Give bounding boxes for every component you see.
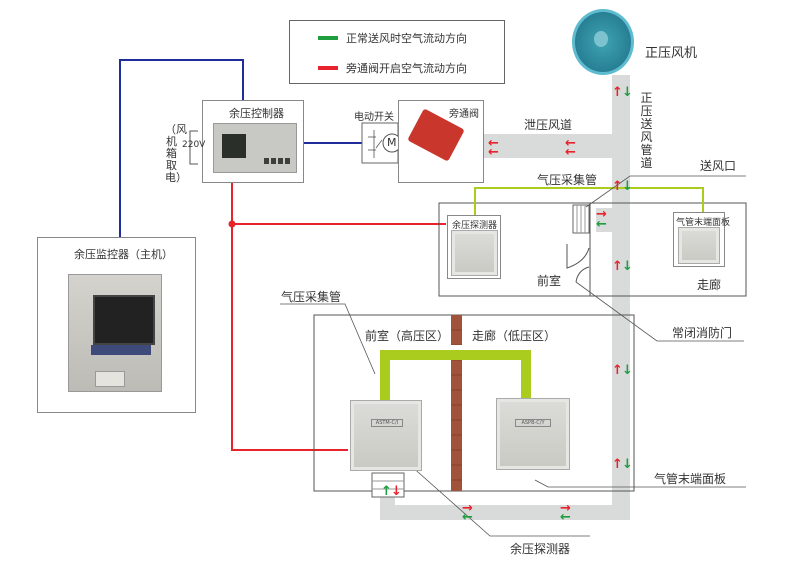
bypass-flow-arrow: ← xyxy=(565,136,576,151)
pressure-tube-bottom-label: 气压采集管 xyxy=(281,290,342,304)
controller-label: 余压控制器 xyxy=(229,107,284,120)
normal-flow-arrow: ↓ xyxy=(622,457,633,472)
power-source-label: （风机箱取电） xyxy=(165,123,187,184)
detector-bottom-label: 余压探测器 xyxy=(510,542,571,556)
signal-wire-main xyxy=(231,180,348,451)
bypass-flow-arrow: ↑ xyxy=(612,457,623,472)
bypass-flow-arrow: ↑ xyxy=(612,179,623,194)
panel-model: ASPB-C/Y xyxy=(515,419,551,427)
fire-door xyxy=(566,244,590,283)
front-room-high-label: 前室（高压区） xyxy=(365,329,450,343)
normal-flow-arrow: ↓ xyxy=(622,363,633,378)
fan-icon xyxy=(570,5,634,75)
bypass-flow-arrow: → xyxy=(462,501,473,516)
normal-flow-arrow: ← xyxy=(596,217,607,232)
detector-model: ASTM-C/I xyxy=(371,419,403,427)
power-wire xyxy=(119,59,244,237)
supply-duct xyxy=(612,75,630,520)
voltage-label: 220V xyxy=(182,140,206,150)
terminal-panel-bottom-label: 气管末端面板 xyxy=(654,472,727,486)
monitor-label: 余压监控器（主机） xyxy=(74,248,173,261)
bypass-flow-arrow: ↑ xyxy=(612,85,623,100)
pressure-tube-lower xyxy=(380,350,531,402)
pressure-tube-upper xyxy=(474,187,704,215)
normal-flow-arrow: ↓ xyxy=(622,85,633,100)
green-arrow-icon xyxy=(318,36,338,40)
relief-duct xyxy=(482,134,614,158)
detector-top-label: 余压探测器 xyxy=(452,221,498,231)
legend-label-normal: 正常送风时空气流动方向 xyxy=(346,32,467,45)
monitor-device xyxy=(68,274,162,392)
bypass-valve-box: 旁通阀 xyxy=(398,100,484,183)
electric-switch-label: 电动开关 xyxy=(354,112,394,123)
controller-device xyxy=(213,123,297,173)
controller-box: 余压控制器 xyxy=(202,100,304,183)
terminal-panel-bottom-device: ASPB-C/Y xyxy=(496,398,570,470)
terminal-panel-top-device xyxy=(678,227,720,264)
normal-flow-arrow: ↓ xyxy=(622,259,633,274)
pressure-tube-top-label: 气压采集管 xyxy=(537,173,598,187)
front-room-label: 前室 xyxy=(537,274,562,288)
bypass-flow-arrow: → xyxy=(560,501,571,516)
detector-top-device xyxy=(451,230,498,276)
bypass-flow-arrow: ← xyxy=(488,145,499,160)
normal-flow-arrow: ↑ xyxy=(381,484,392,499)
corridor-low-label: 走廊（低压区） xyxy=(472,329,557,343)
relief-duct-label: 泄压风道 xyxy=(524,118,573,132)
fan-label: 正压风机 xyxy=(645,46,698,61)
bypass-valve-label: 旁通阀 xyxy=(449,109,479,120)
monitor-box: 余压监控器（主机） xyxy=(37,237,196,413)
upper-room xyxy=(438,202,747,297)
corridor-label: 走廊 xyxy=(697,278,722,292)
lower-room xyxy=(313,314,635,492)
normal-flow-arrow: ↓ xyxy=(622,179,633,194)
legend-label-bypass: 旁通阀开启空气流动方向 xyxy=(346,62,467,75)
normal-flow-arrow: ← xyxy=(462,510,473,525)
bypass-flow-arrow: ← xyxy=(565,145,576,160)
bypass-flow-arrow: ↑ xyxy=(612,259,623,274)
terminal-panel-top-box: 气管末端面板 xyxy=(673,212,730,267)
bypass-flow-arrow: ← xyxy=(488,136,499,151)
normal-flow-arrow: ← xyxy=(560,510,571,525)
bypass-flow-arrow: ↓ xyxy=(391,484,402,499)
detector-bottom-device: ASTM-C/I xyxy=(350,400,422,471)
detector-top-box: 余压探测器 xyxy=(447,215,501,279)
supply-duct-label: 正压送风管道 xyxy=(640,91,653,170)
motor-symbol: M xyxy=(387,136,397,149)
legend: 正常送风时空气流动方向 旁通阀开启空气流动方向 xyxy=(289,20,505,84)
red-arrow-icon xyxy=(318,66,338,70)
bypass-flow-arrow: ↑ xyxy=(612,363,623,378)
fire-door-label: 常闭消防门 xyxy=(672,326,733,340)
detector-grille xyxy=(371,472,405,498)
partition-wall xyxy=(451,315,462,491)
bypass-flow-arrow: → xyxy=(596,207,607,222)
air-outlet-label: 送风口 xyxy=(700,159,737,173)
terminal-panel-top-label: 气管末端面板 xyxy=(676,218,731,228)
